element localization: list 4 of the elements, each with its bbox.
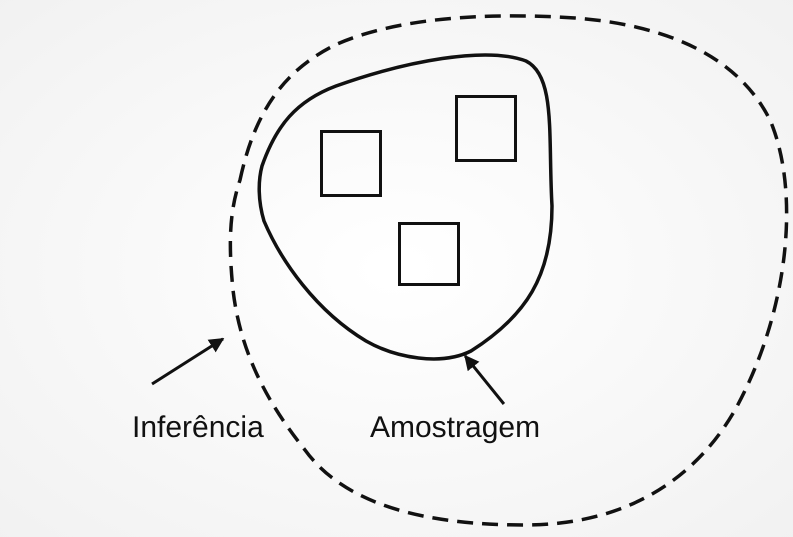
callout-label: Inferência bbox=[132, 410, 264, 446]
leader-line bbox=[464, 354, 506, 405]
leader-line bbox=[151, 338, 224, 386]
callout-label: Amostragem bbox=[370, 410, 540, 446]
